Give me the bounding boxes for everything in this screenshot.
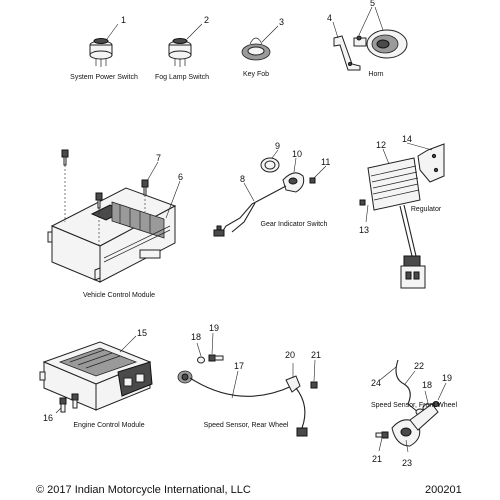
callout-18b: 18 xyxy=(422,380,432,390)
caption-system-power-switch: System Power Switch xyxy=(70,74,138,81)
callout-23: 23 xyxy=(402,458,412,468)
callout-8: 8 xyxy=(240,174,245,184)
callout-18a: 18 xyxy=(191,332,201,342)
caption-key-fob: Key Fob xyxy=(243,71,269,78)
caption-speed-sensor-front: Speed Sensor, Front Wheel xyxy=(371,402,457,409)
fog-lamp-switch-part xyxy=(168,38,192,67)
vehicle-control-module-part xyxy=(47,149,177,283)
callout-2: 2 xyxy=(204,15,209,25)
key-fob-part xyxy=(241,37,271,61)
caption-gear-indicator-switch: Gear Indicator Switch xyxy=(261,221,328,228)
horn-part xyxy=(333,29,408,71)
callout-21a: 21 xyxy=(311,350,321,360)
callout-13: 13 xyxy=(359,225,369,235)
callout-5: 5 xyxy=(370,0,375,8)
copyright-notice: © 2017 Indian Motorcycle International, … xyxy=(36,484,251,496)
callout-4: 4 xyxy=(327,13,332,23)
callout-17: 17 xyxy=(234,361,244,371)
callout-10: 10 xyxy=(292,149,302,159)
speed-sensor-front-part xyxy=(375,359,440,447)
callout-22: 22 xyxy=(414,361,424,371)
callout-16: 16 xyxy=(43,413,53,423)
callout-14: 14 xyxy=(402,134,412,144)
caption-regulator: Regulator xyxy=(411,206,442,213)
gear-indicator-switch-part xyxy=(213,157,316,237)
callout-1: 1 xyxy=(121,15,126,25)
callout-3: 3 xyxy=(279,17,284,27)
callout-19a: 19 xyxy=(209,323,219,333)
caption-speed-sensor-rear: Speed Sensor, Rear Wheel xyxy=(204,422,289,429)
callout-11: 11 xyxy=(321,157,330,167)
speed-sensor-rear-part xyxy=(177,354,318,437)
callout-21b: 21 xyxy=(372,454,382,464)
caption-vehicle-control-module: Vehicle Control Module xyxy=(83,292,155,299)
figure-id: 200201 xyxy=(425,484,462,496)
callout-20: 20 xyxy=(285,350,295,360)
callout-15: 15 xyxy=(137,328,147,338)
callout-12: 12 xyxy=(376,140,386,150)
callout-6: 6 xyxy=(178,172,183,182)
caption-engine-control-module: Engine Control Module xyxy=(73,422,144,429)
callout-24: 24 xyxy=(371,378,381,388)
engine-control-module-part xyxy=(39,341,153,413)
callout-9: 9 xyxy=(275,141,280,151)
caption-fog-lamp-switch: Fog Lamp Switch xyxy=(155,74,209,81)
callout-19b: 19 xyxy=(442,373,452,383)
caption-horn: Horn xyxy=(368,71,383,78)
callout-7: 7 xyxy=(156,153,161,163)
regulator-part xyxy=(359,143,445,289)
system-power-switch-part xyxy=(89,38,113,67)
